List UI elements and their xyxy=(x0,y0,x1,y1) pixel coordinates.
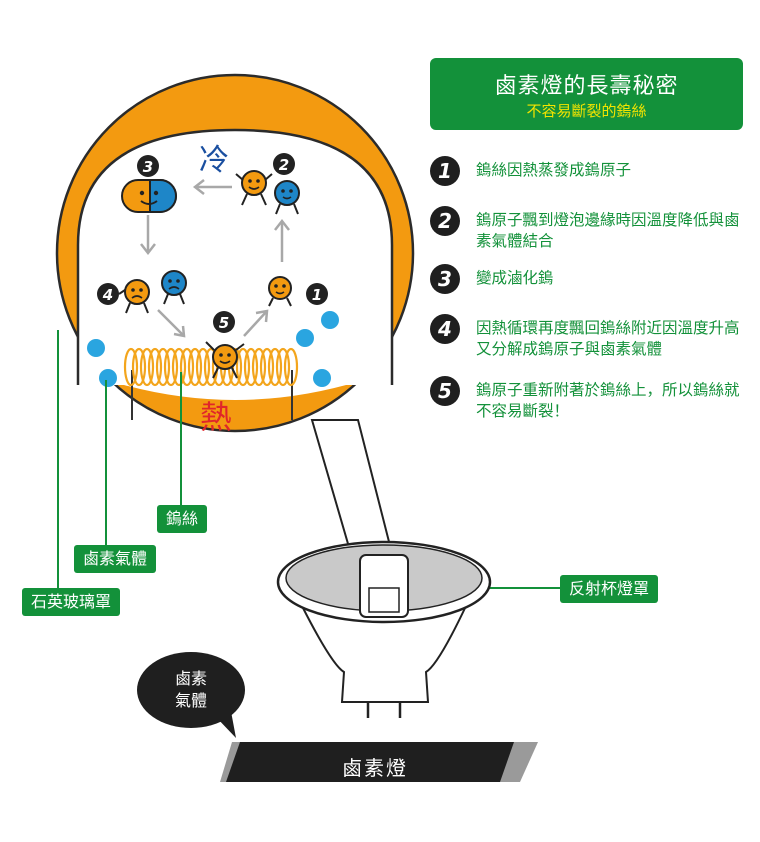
page-subtitle: 不容易斷裂的鎢絲 xyxy=(526,102,647,120)
gas-dot xyxy=(87,339,105,357)
svg-text:3: 3 xyxy=(143,158,153,176)
svg-text:4: 4 xyxy=(102,286,113,304)
gas-dot xyxy=(99,369,117,387)
cycle-arrows xyxy=(140,179,290,338)
quartz-cover-label: 石英玻璃罩 xyxy=(22,588,121,616)
bubble-text: 鹵素 氣體 xyxy=(141,668,241,712)
svg-text:1: 1 xyxy=(312,286,322,304)
banner-text: 鹵素燈 xyxy=(342,756,408,780)
tungsten-halide-atom xyxy=(121,179,177,213)
quartz-bulb-inner xyxy=(76,128,394,385)
step-number: 3 xyxy=(430,264,460,294)
gas-dot xyxy=(321,311,339,329)
title-box: 鹵素燈的長壽秘密 不容易斷裂的鎢絲 xyxy=(430,58,743,130)
svg-text:2: 2 xyxy=(279,156,289,174)
tungsten-atom xyxy=(118,279,150,314)
gas-dot xyxy=(296,329,314,347)
step-text: 鎢絲因熱蒸發成鎢原子 xyxy=(476,161,632,179)
bubble-line-2: 氣體 xyxy=(174,691,207,710)
callout-lines xyxy=(57,330,560,589)
filament-label: 鎢絲 xyxy=(157,505,208,533)
gas-dot xyxy=(313,369,331,387)
cycle-badge: 4 xyxy=(97,283,119,305)
banner xyxy=(220,742,538,782)
step-text: 變成滷化鎢 xyxy=(476,269,554,287)
step-text: 因熱循環再度飄回鎢絲附近因溫度升高又分解成鎢原子與鹵素氣體 xyxy=(476,319,740,358)
cold-label: 冷 xyxy=(199,143,229,178)
cycle-badge: 1 xyxy=(306,283,328,305)
cycle-badge: 3 xyxy=(137,155,159,177)
halogen-gas-label: 鹵素氣體 xyxy=(74,545,157,573)
cycle-badge: 2 xyxy=(273,153,295,175)
speech-bubble xyxy=(137,652,245,738)
svg-text:5: 5 xyxy=(219,314,229,332)
reflector-label: 反射杯燈罩 xyxy=(560,575,659,603)
hot-label: 熱 xyxy=(200,398,232,436)
step-number: 2 xyxy=(430,206,460,236)
tungsten-atom xyxy=(235,170,273,206)
step-number: 5 xyxy=(430,376,460,406)
step-text: 鎢原子飄到燈泡邊緣時因溫度降低與鹵素氣體結合 xyxy=(476,211,740,250)
reflector-lamp xyxy=(276,540,492,718)
step-text: 鎢原子重新附著於鎢絲上，所以鎢絲就不容易斷裂！ xyxy=(476,381,740,420)
halogen-atom xyxy=(274,180,300,215)
bubble-line-1: 鹵素 xyxy=(174,669,207,688)
step-number: 4 xyxy=(430,314,460,344)
tungsten-atom xyxy=(205,341,245,379)
halogen-atom xyxy=(161,270,187,305)
page-title: 鹵素燈的長壽秘密 xyxy=(494,74,679,99)
step-number: 1 xyxy=(430,156,460,186)
tungsten-atom xyxy=(268,276,292,307)
cycle-badge: 5 xyxy=(213,311,235,333)
